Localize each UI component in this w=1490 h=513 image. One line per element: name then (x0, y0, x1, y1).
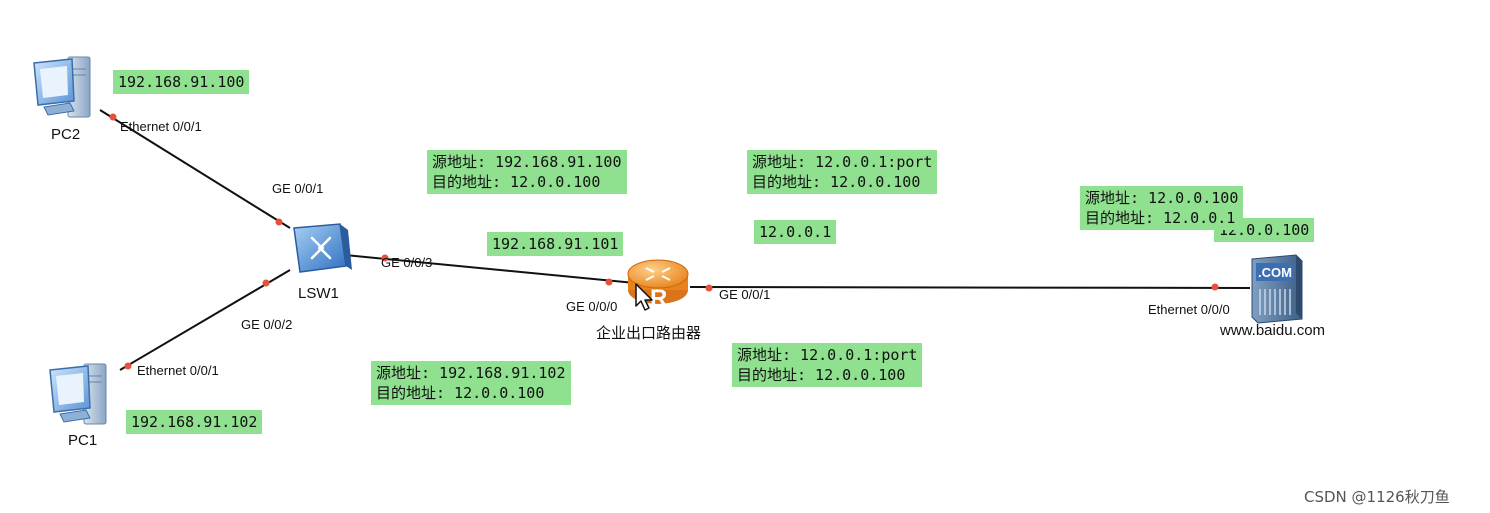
link-pc1-lsw1 (119, 269, 291, 371)
packet-src: 源地址: 12.0.0.1:port (737, 346, 918, 364)
packet-dst: 目的地址: 12.0.0.100 (752, 173, 921, 191)
port-dot (605, 278, 613, 286)
packet-src: 源地址: 12.0.0.100 (1085, 189, 1239, 207)
port-label-pc1-eth: Ethernet 0/0/1 (137, 363, 219, 378)
ip-label-pc2: 192.168.91.100 (113, 70, 250, 94)
port-label-r-ge0: GE 0/0/0 (566, 299, 618, 314)
router-label: 企业出口路由器 (596, 325, 702, 342)
packet-box-1: 源地址: 192.168.91.100 目的地址: 12.0.0.100 (427, 150, 627, 194)
packet-dst: 目的地址: 12.0.0.1 (1085, 209, 1236, 227)
port-label-sw-ge2: GE 0/0/2 (241, 317, 293, 332)
pc1-label: PC1 (68, 432, 98, 449)
pc-icon[interactable] (49, 363, 107, 425)
switch-label: LSW1 (298, 285, 339, 302)
server-badge: .COM (1258, 265, 1292, 280)
packet-dst: 目的地址: 12.0.0.100 (376, 384, 545, 402)
port-label-r-ge1: GE 0/0/1 (719, 287, 771, 302)
packet-src: 源地址: 192.168.91.102 (376, 364, 566, 382)
packet-src: 源地址: 192.168.91.100 (432, 153, 622, 171)
packet-box-3: 源地址: 12.0.0.100 目的地址: 12.0.0.1 (1080, 186, 1244, 230)
link-lsw1-router (344, 254, 636, 284)
port-dot (109, 113, 117, 121)
server-label: www.baidu.com (1220, 322, 1326, 339)
port-dot (705, 284, 713, 292)
port-dot (1211, 283, 1219, 291)
packet-box-2: 源地址: 12.0.0.1:port 目的地址: 12.0.0.100 (747, 150, 938, 194)
packet-box-4: 源地址: 192.168.91.102 目的地址: 12.0.0.100 (371, 361, 571, 405)
port-dot (381, 254, 389, 262)
port-dot (275, 218, 283, 226)
ip-label-pc1: 192.168.91.102 (126, 410, 263, 434)
link-router-server (689, 286, 1251, 289)
pc-icon[interactable] (33, 56, 91, 118)
svg-text:R: R (650, 285, 667, 312)
port-dot (124, 362, 132, 370)
packet-dst: 目的地址: 12.0.0.100 (737, 366, 906, 384)
port-label-srv-eth: Ethernet 0/0/0 (1148, 302, 1230, 317)
watermark: CSDN @1126秋刀鱼 (1304, 488, 1450, 506)
switch-icon[interactable] (293, 223, 352, 273)
port-label-sw-ge3: GE 0/0/3 (381, 255, 433, 270)
packet-box-5: 源地址: 12.0.0.1:port 目的地址: 12.0.0.100 (732, 343, 923, 387)
packet-dst: 目的地址: 12.0.0.100 (432, 173, 601, 191)
link-pc2-lsw1 (99, 109, 291, 229)
packet-src: 源地址: 12.0.0.1:port (752, 153, 933, 171)
ip-label-router-lan: 192.168.91.101 (487, 232, 624, 256)
server-icon[interactable] (1251, 254, 1303, 324)
cursor-icon (635, 283, 653, 311)
port-label-sw-ge1: GE 0/0/1 (272, 181, 324, 196)
port-dot (262, 279, 270, 287)
ip-label-router-wan: 12.0.0.1 (754, 220, 837, 244)
port-label-pc2-eth: Ethernet 0/0/1 (120, 119, 202, 134)
pc2-label: PC2 (51, 126, 81, 143)
